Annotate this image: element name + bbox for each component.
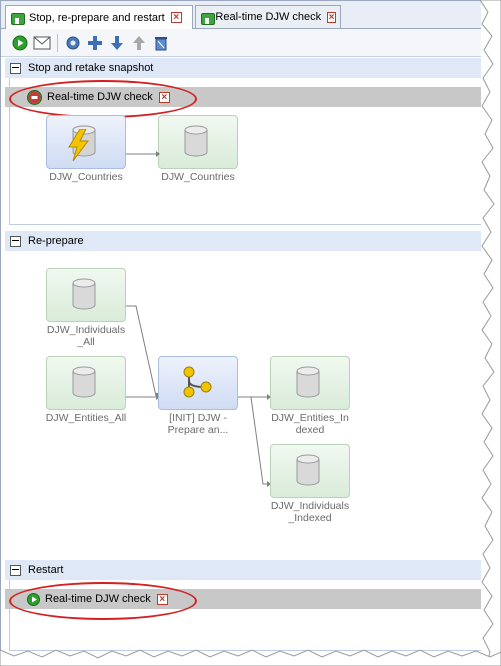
- database-icon: [72, 366, 96, 398]
- close-icon[interactable]: ×: [327, 11, 336, 23]
- node-label: DJW_Countries: [49, 171, 123, 183]
- settings-icon[interactable]: [64, 34, 82, 52]
- database-icon: [296, 366, 320, 398]
- node-label: DJW_Countries: [161, 171, 235, 183]
- run-icon[interactable]: [11, 34, 29, 52]
- collapse-icon[interactable]: [10, 564, 21, 576]
- node-djw-countries-target[interactable]: [158, 115, 238, 169]
- database-icon: [184, 125, 208, 157]
- torn-edge: [479, 0, 501, 666]
- node-label: DJW_Individuals _Indexed: [270, 500, 350, 524]
- move-up-icon[interactable]: [130, 34, 148, 52]
- database-icon: [296, 454, 320, 486]
- job-icon: [10, 10, 25, 25]
- tab-stop-reprepare-restart[interactable]: Stop, re-prepare and restart ×: [5, 5, 193, 29]
- section-title: Stop and retake snapshot: [28, 62, 154, 74]
- section-title: Restart: [28, 564, 64, 576]
- node-djw-countries-source[interactable]: [46, 115, 126, 169]
- node-init-djw-prepare[interactable]: [158, 356, 238, 410]
- database-icon: [72, 278, 96, 310]
- tab-label: Stop, re-prepare and restart: [29, 11, 165, 24]
- tab-bar: Stop, re-prepare and restart × Real-time…: [1, 1, 481, 29]
- delete-icon[interactable]: [152, 34, 170, 52]
- close-icon[interactable]: ×: [170, 12, 182, 23]
- add-icon[interactable]: [86, 34, 104, 52]
- section-header-restart[interactable]: Restart: [5, 560, 481, 580]
- node-djw-individuals-indexed[interactable]: [270, 444, 350, 498]
- node-label: [INIT] DJW - Prepare an...: [167, 412, 229, 436]
- email-icon[interactable]: [33, 34, 51, 52]
- toolbar: [1, 29, 481, 57]
- node-label: DJW_Individuals _All: [46, 324, 126, 348]
- move-down-icon[interactable]: [108, 34, 126, 52]
- collapse-icon[interactable]: [10, 235, 21, 247]
- toolbar-separator: [57, 33, 58, 52]
- node-djw-entities-indexed[interactable]: [270, 356, 350, 410]
- node-djw-entities-all[interactable]: [46, 356, 126, 410]
- connector-layer: [126, 151, 271, 487]
- node-djw-individuals-all[interactable]: [46, 268, 126, 322]
- job-icon: [200, 10, 215, 25]
- highlight-ellipse: [9, 582, 197, 620]
- section-header-reprepare[interactable]: Re-prepare: [5, 231, 481, 251]
- node-label: DJW_Entities_All: [45, 412, 127, 424]
- node-label: DJW_Entities_In dexed: [271, 412, 349, 436]
- section-title: Re-prepare: [28, 235, 84, 247]
- section-header-stop[interactable]: Stop and retake snapshot: [5, 58, 481, 78]
- merge-icon: [183, 366, 212, 398]
- torn-edge-bottom: [0, 649, 501, 666]
- editor-window: Stop, re-prepare and restart × Real-time…: [0, 0, 481, 651]
- tab-real-time-djw-check[interactable]: Real-time DJW check ×: [195, 5, 341, 28]
- tab-label: Real-time DJW check: [215, 11, 322, 23]
- collapse-icon[interactable]: [10, 62, 21, 74]
- lightning-icon: [68, 129, 89, 161]
